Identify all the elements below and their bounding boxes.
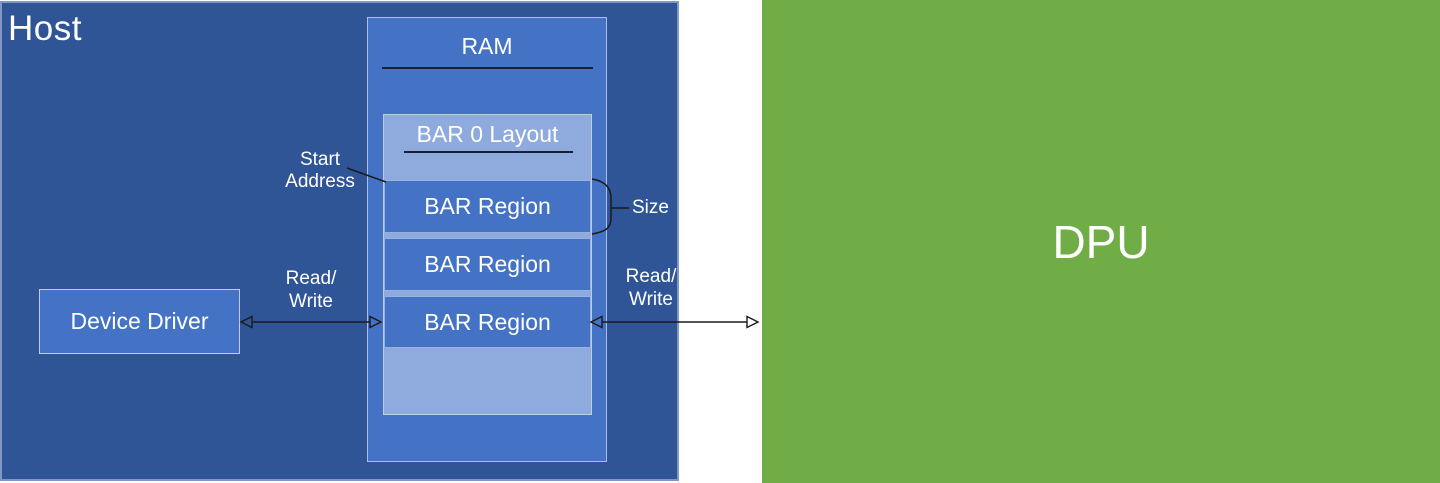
bar0-layout-title: BAR 0 Layout bbox=[416, 121, 559, 147]
host-label: Host bbox=[8, 9, 82, 48]
start-address-label: Start Address bbox=[270, 149, 370, 193]
ram-title: RAM bbox=[461, 33, 513, 59]
bar-region-label: BAR Region bbox=[424, 193, 551, 219]
bar-region-label: BAR Region bbox=[424, 251, 551, 277]
start-address-line1: Start bbox=[299, 149, 341, 170]
read-write-right-line1: Read/ bbox=[625, 266, 677, 287]
bar-region-box: BAR Region bbox=[384, 296, 591, 348]
bar-region-box: BAR Region bbox=[384, 238, 591, 291]
read-write-right-line2: Write bbox=[629, 289, 673, 310]
device-driver-box: Device Driver bbox=[39, 289, 240, 354]
device-driver-label: Device Driver bbox=[70, 308, 209, 334]
read-write-left-line2: Write bbox=[289, 291, 333, 312]
dpu-box: DPU bbox=[762, 0, 1440, 483]
read-write-label-left: Read/ Write bbox=[281, 267, 341, 313]
start-address-line2: Address bbox=[285, 171, 355, 192]
bar0-layout-underline bbox=[404, 151, 573, 153]
read-write-left-line1: Read/ bbox=[285, 268, 337, 289]
read-write-label-right: Read/ Write bbox=[621, 265, 681, 311]
arrowhead-right-icon bbox=[746, 315, 760, 329]
ram-title-underline bbox=[382, 67, 593, 69]
bar-region-box: BAR Region bbox=[384, 180, 591, 233]
bar-region-label: BAR Region bbox=[424, 308, 551, 335]
size-label: Size bbox=[632, 197, 669, 218]
dpu-label: DPU bbox=[1052, 215, 1150, 268]
